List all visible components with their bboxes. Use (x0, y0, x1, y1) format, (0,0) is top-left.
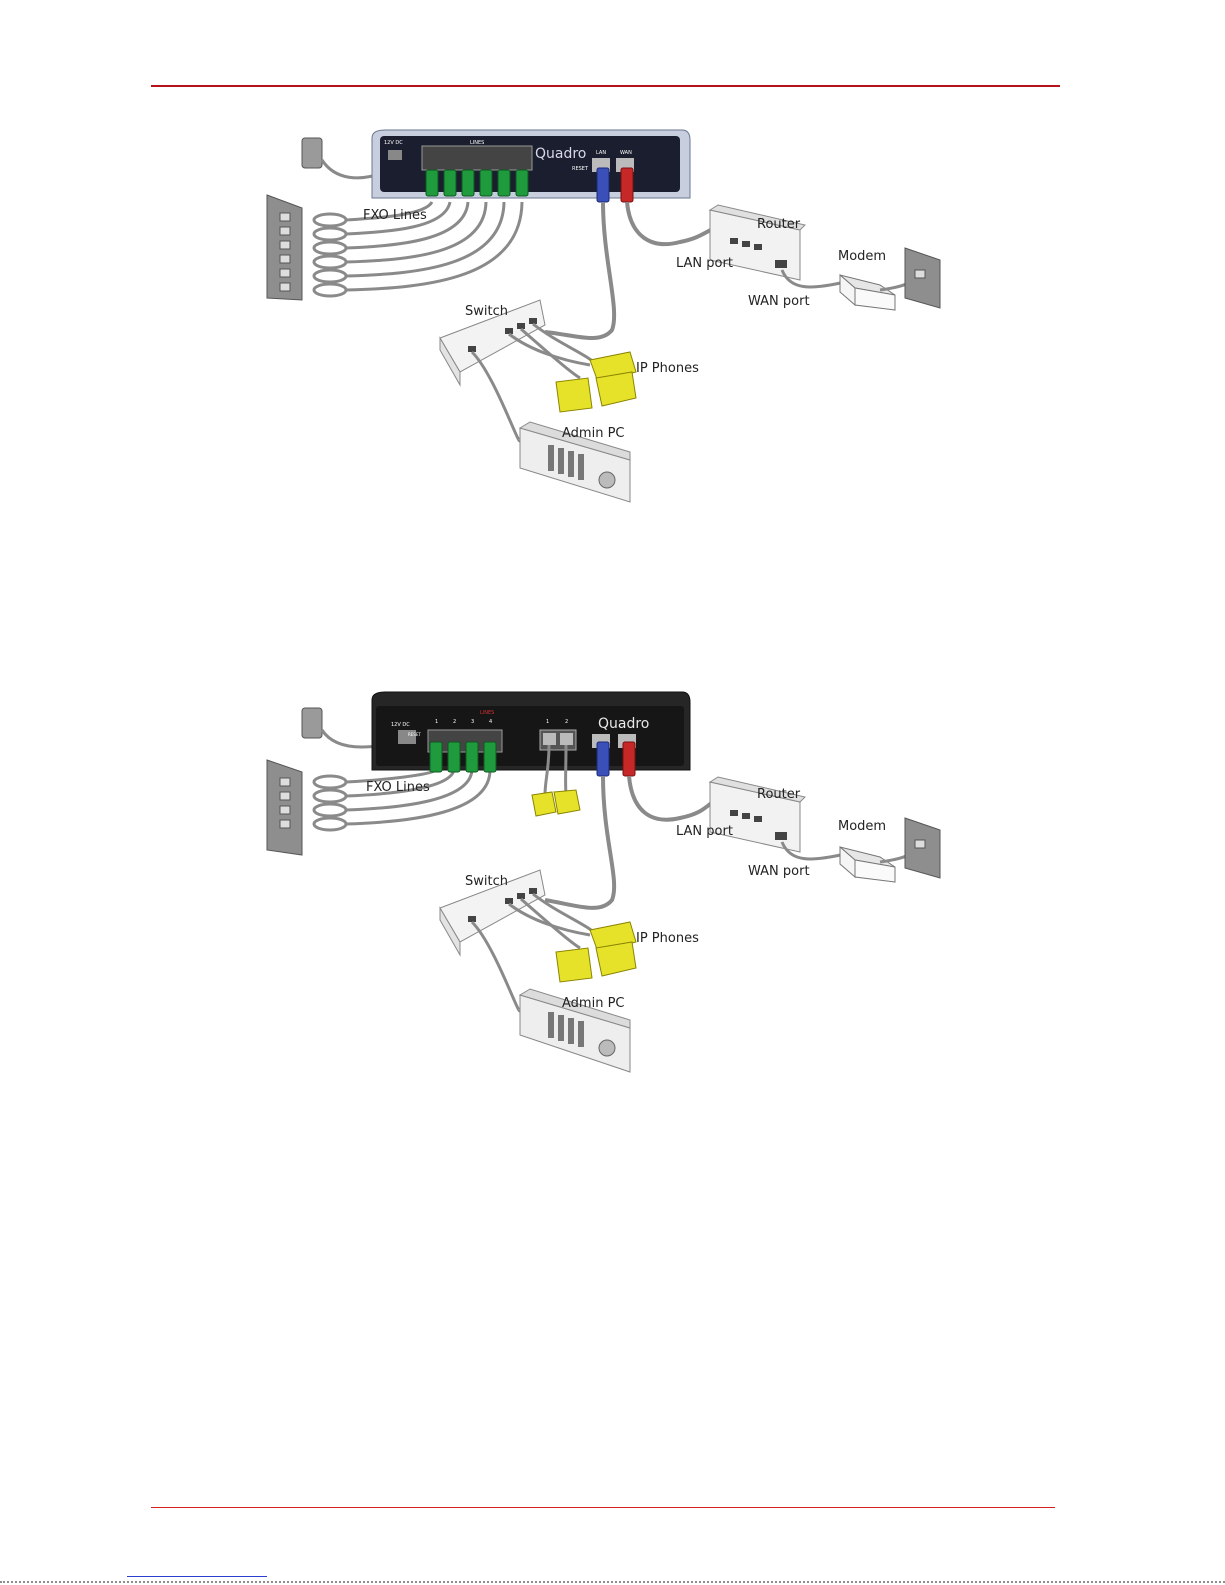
wall-jack-plate (267, 195, 302, 300)
fxo-lines-label: FXO Lines (363, 208, 427, 223)
reset-label: RESET (408, 732, 421, 737)
brand-logo: Quadro (535, 146, 586, 162)
admin-pc-label: Admin PC (562, 996, 624, 1011)
switch-label: Switch (465, 304, 508, 319)
quadro-4l-unit: 12V DC RESET LINES 1 2 3 4 1 2 Quadro (372, 692, 690, 770)
wan-port-callout: WAN port (748, 864, 810, 879)
switch-label: Switch (465, 874, 508, 889)
wan-cable (629, 776, 715, 820)
footer-dotted-separator (0, 1581, 1225, 1583)
admin-pc-label: Admin PC (562, 426, 624, 441)
wan-port-label: WAN (620, 150, 632, 156)
lines-header: LINES (470, 140, 484, 146)
brand-logo: Quadro (598, 716, 649, 732)
modem-label: Modem (838, 249, 886, 264)
modem-device (840, 275, 895, 310)
ip-phones-label: IP Phones (636, 931, 699, 946)
phone-number-1: 1 (546, 719, 549, 725)
lan-plug (597, 168, 609, 202)
footer-link-underline[interactable] (127, 1576, 267, 1577)
lan-cable (545, 202, 614, 338)
footer-rule (151, 1507, 1055, 1508)
wan-plug (623, 742, 635, 776)
analog-phone-icons (532, 790, 580, 816)
modem-label: Modem (838, 819, 886, 834)
power-port-label: 12V DC (391, 722, 410, 728)
lan-plug (597, 742, 609, 776)
router-label: Router (757, 787, 801, 802)
line-number-4: 4 (489, 719, 492, 725)
wan-port-callout: WAN port (748, 294, 810, 309)
connection-diagram-quadro4: 12V DC RESET LINES 1 2 3 4 1 2 Quadro (0, 650, 1225, 1110)
wan-plug (621, 168, 633, 202)
lan-port-callout: LAN port (676, 824, 733, 839)
wan-cable (627, 202, 715, 244)
fxo-cables (314, 770, 490, 830)
phone-number-2: 2 (565, 719, 568, 725)
header-rule (151, 85, 1060, 87)
power-port-label: 12V DC (384, 140, 403, 146)
reset-label: RESET (572, 166, 589, 172)
modem-device (840, 847, 895, 882)
wall-jack-plate (267, 760, 302, 855)
line-number-3: 3 (471, 719, 474, 725)
fxo-lines-label: FXO Lines (366, 780, 430, 795)
ip-phones-label: IP Phones (636, 361, 699, 376)
connection-diagram-quadro6: 12V DC LINES Quadro LAN WAN RESET Router… (0, 110, 1225, 570)
quadro-6l-unit: 12V DC LINES Quadro LAN WAN RESET (372, 130, 690, 198)
lan-port-label: LAN (596, 150, 606, 156)
line-number-2: 2 (453, 719, 456, 725)
lan-port-callout: LAN port (676, 256, 733, 271)
lines-header: LINES (480, 710, 494, 716)
line-number-1: 1 (435, 719, 438, 725)
router-label: Router (757, 217, 801, 232)
